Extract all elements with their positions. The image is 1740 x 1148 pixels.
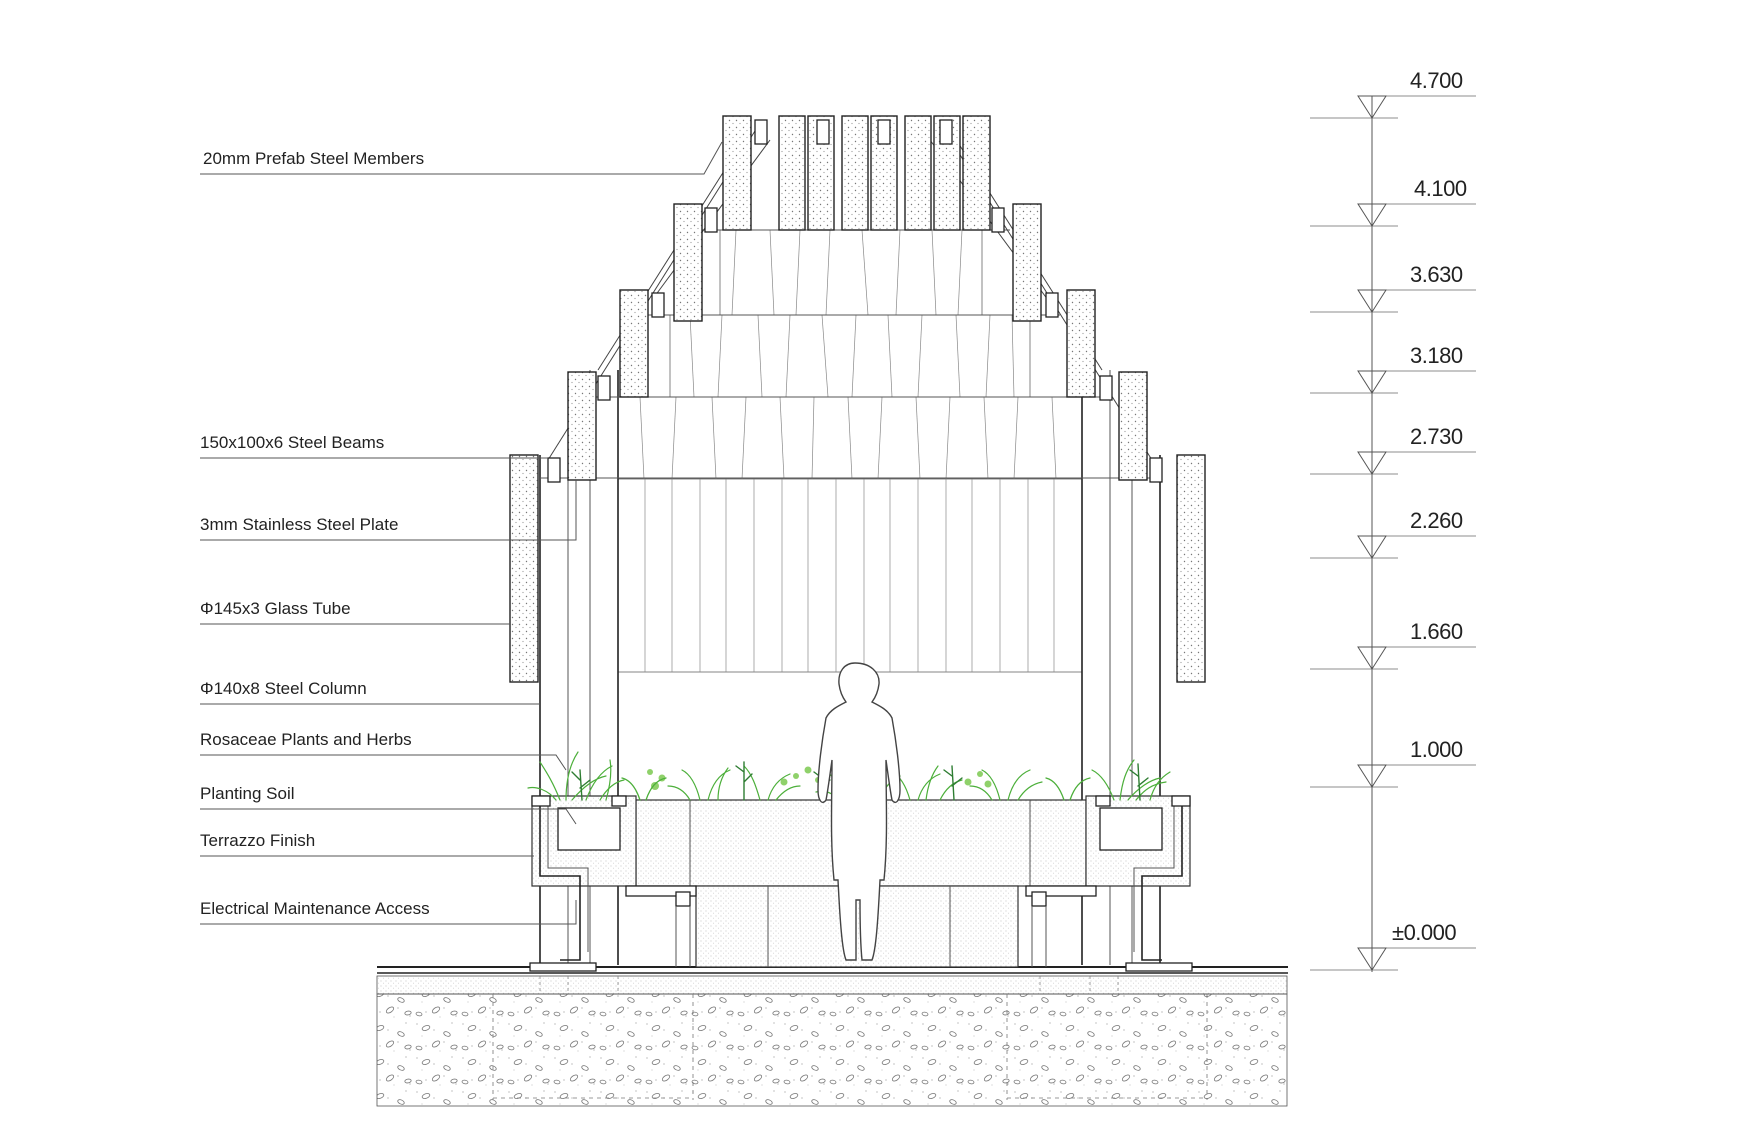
level-mark-0000: ±0.000 — [1310, 920, 1476, 971]
level-mark-3630: 3.630 — [1310, 262, 1476, 313]
level-mark-2730: 2.730 — [1310, 424, 1476, 475]
glass-tubes — [509, 115, 1206, 683]
level-mark-1660: 1.660 — [1310, 619, 1476, 670]
label-glass-tube: Φ145x3 Glass Tube — [200, 599, 510, 625]
svg-text:±0.000: ±0.000 — [1392, 920, 1456, 945]
svg-text:1.000: 1.000 — [1410, 737, 1463, 762]
svg-text:3mm Stainless Steel Plate: 3mm Stainless Steel Plate — [200, 515, 398, 534]
label-stainless-steel-plate: 3mm Stainless Steel Plate — [200, 480, 577, 541]
svg-text:4.100: 4.100 — [1414, 176, 1467, 201]
label-electrical-access: Electrical Maintenance Access — [200, 899, 577, 925]
svg-text:4.700: 4.700 — [1410, 68, 1463, 93]
annotation-labels: 20mm Prefab Steel Members 150x100x6 Stee… — [200, 141, 723, 925]
elevation-scale: 4.700 4.100 3.630 3.180 2.730 — [1310, 68, 1476, 972]
stainless-steel-plate-wall — [617, 229, 1083, 673]
label-planting-soil: Planting Soil — [200, 784, 577, 825]
svg-text:150x100x6 Steel Beams: 150x100x6 Steel Beams — [200, 433, 384, 452]
svg-text:Terrazzo Finish: Terrazzo Finish — [200, 831, 315, 850]
beam-brackets — [547, 119, 1163, 483]
svg-text:Planting Soil: Planting Soil — [200, 784, 295, 803]
svg-text:1.660: 1.660 — [1410, 619, 1463, 644]
svg-text:2.730: 2.730 — [1410, 424, 1463, 449]
level-mark-2260: 2.260 — [1310, 508, 1476, 559]
label-prefab-steel-members: 20mm Prefab Steel Members — [200, 141, 723, 175]
level-mark-4700: 4.700 — [1310, 68, 1476, 119]
label-steel-column: Φ140x8 Steel Column — [200, 679, 540, 705]
svg-text:3.630: 3.630 — [1410, 262, 1463, 287]
label-steel-beams: 150x100x6 Steel Beams — [200, 433, 548, 459]
svg-text:Rosaceae Plants and Herbs: Rosaceae Plants and Herbs — [200, 730, 412, 749]
svg-text:20mm Prefab Steel Members: 20mm Prefab Steel Members — [203, 149, 424, 168]
svg-text:3.180: 3.180 — [1410, 343, 1463, 368]
person-silhouette-icon — [817, 662, 901, 961]
svg-text:Electrical Maintenance Access: Electrical Maintenance Access — [200, 899, 430, 918]
label-plants-herbs: Rosaceae Plants and Herbs — [200, 730, 567, 771]
level-mark-1000: 1.000 — [1310, 737, 1476, 788]
level-mark-3180: 3.180 — [1310, 343, 1476, 394]
level-mark-4100: 4.100 — [1310, 176, 1476, 227]
label-terrazzo-finish: Terrazzo Finish — [200, 831, 534, 857]
svg-text:Φ145x3 Glass Tube: Φ145x3 Glass Tube — [200, 599, 351, 618]
svg-text:2.260: 2.260 — [1410, 508, 1463, 533]
ground-section — [376, 966, 1288, 1107]
svg-text:Φ140x8 Steel Column: Φ140x8 Steel Column — [200, 679, 367, 698]
